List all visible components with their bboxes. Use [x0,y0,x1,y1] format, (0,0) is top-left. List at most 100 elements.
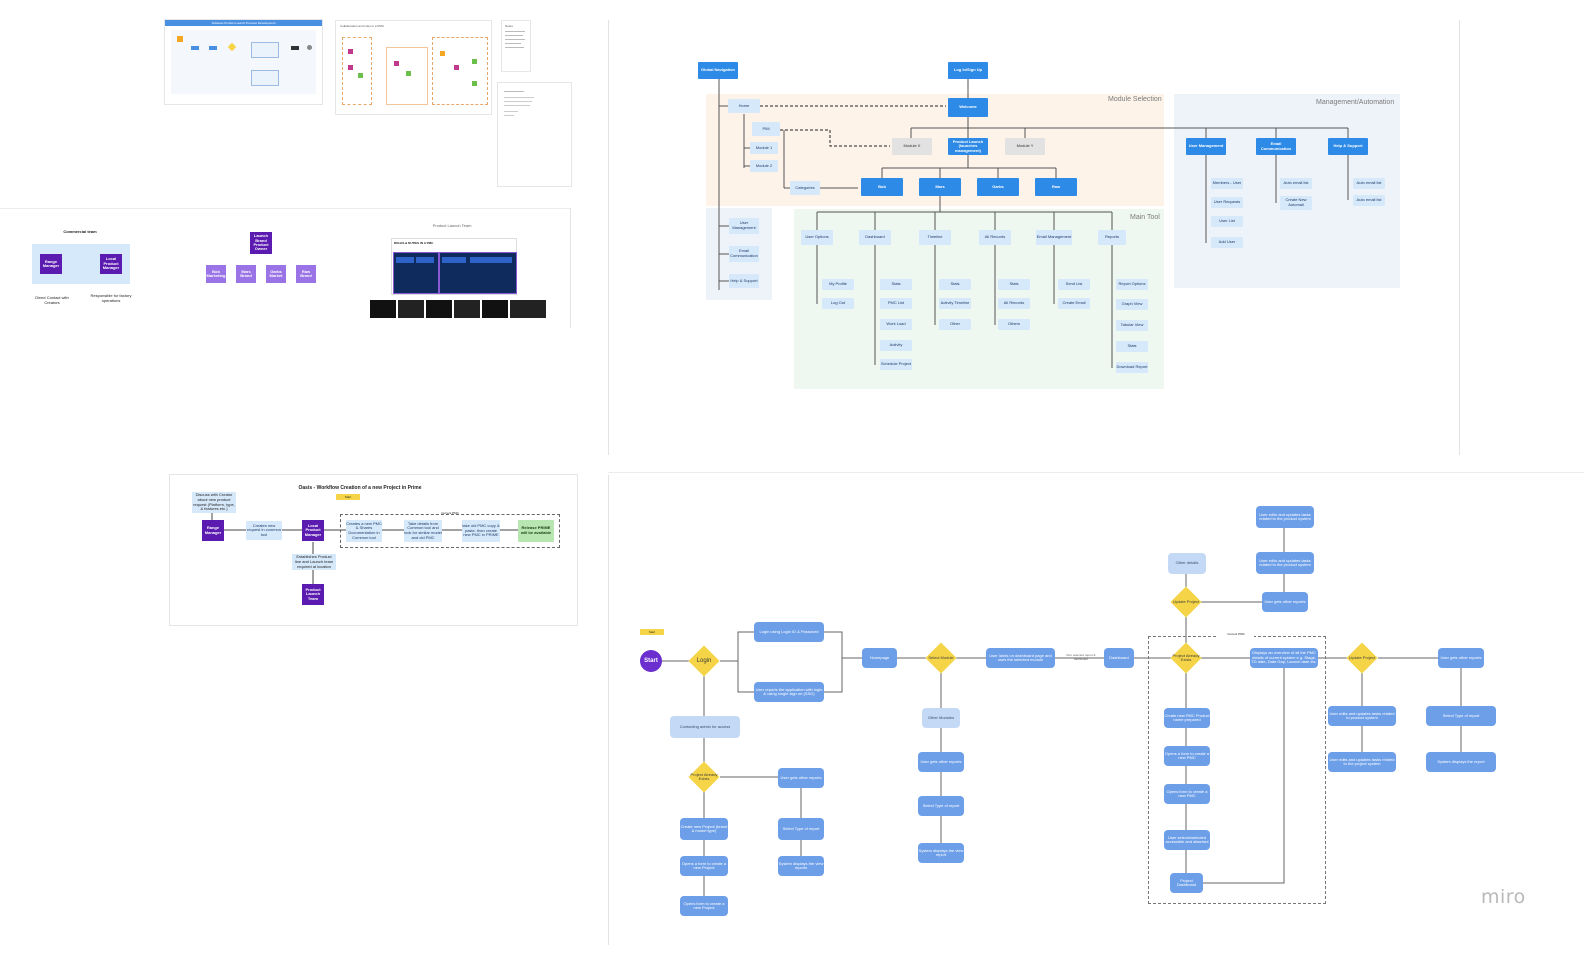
tool-item[interactable]: Stats [1116,341,1148,352]
start-node[interactable]: Start [640,650,662,672]
system-display-node[interactable]: System displays the view reports [778,856,824,876]
create-pmc-node[interactable]: Create new PMC Product name prepared [1164,708,1210,728]
create-project-node[interactable]: Create new Project (brand & model type) [680,818,728,840]
opens-form-pmc-node[interactable]: Opens a form to create a new PMC [1164,746,1210,766]
system-displays-right[interactable]: System displays the report [1426,752,1496,772]
fill-fields-node[interactable]: Opens form to create a new Project [680,896,728,916]
login-option-sso[interactable]: User reports the application with login … [754,682,824,702]
brand-node-bob[interactable]: Bob [861,178,903,196]
brand-node-garbs[interactable]: Garbs [977,178,1019,196]
tool-item[interactable]: Graph View [1116,299,1148,310]
brand-node-raw[interactable]: Raw [1035,178,1077,196]
user-gets-reports-node[interactable]: User gets other reports [778,768,824,788]
mgmt-user-item[interactable]: User List [1211,216,1243,227]
side-nav-user-management[interactable]: User Management [729,218,759,234]
wf-request[interactable]: Creates new request in common tool [246,521,282,540]
top-edit-node-1[interactable]: User edits and updates tasks related to … [1256,506,1314,528]
wf-release[interactable]: Release PRIME will be available [518,520,554,542]
process-flow-thumbnail[interactable]: Software Product Launch Process Developm… [164,19,323,105]
homepage-node[interactable]: Homepage [862,648,897,668]
tool-item[interactable]: Log Out [822,298,854,309]
org-child-box[interactable]: Mars Brand [236,265,256,283]
pmc-overview-node[interactable]: Displays an overview of all the PMC deta… [1250,648,1318,668]
user-gets-report-right[interactable]: User gets other reports [1438,648,1484,668]
top-edit-node-2[interactable]: User edits and updates tasks related to … [1256,552,1314,574]
opens-form-node[interactable]: Opens a form to create a new Project [680,856,728,876]
module-1-node[interactable]: Module 1 [750,142,778,154]
edit-node-right-1[interactable]: User edits and updates tasks related to … [1328,706,1396,726]
org-child-box[interactable]: Bob Marketing [206,265,226,283]
tool-head[interactable]: Dashboard [859,230,891,245]
tool-item[interactable]: Stats [939,279,971,290]
collaboration-thumbnail[interactable]: Collaboration and roles in a PMC [335,20,492,115]
module-x-node[interactable]: Module X [892,138,932,155]
dashboard-note-node[interactable]: User lands on dashboard page and uses th… [986,648,1055,668]
user-gets-reports-3[interactable]: User gets other reports [1262,592,1308,612]
launch-team-board[interactable]: ROLES & DUTIES IN A PMC [391,238,517,295]
form-project-node[interactable]: Opens form to create a new PMC [1164,784,1210,804]
project-dashboard-node[interactable]: Project Dashboard [1170,873,1203,893]
notes-thumbnail-2[interactable] [497,82,572,187]
tool-head[interactable]: Timeline [919,230,951,245]
tool-item[interactable]: Others [998,319,1030,330]
tool-head[interactable]: Reports [1098,230,1126,245]
tool-item[interactable]: My Profile [822,279,854,290]
mgmt-email-item[interactable]: Auto email list [1280,178,1312,189]
tool-item[interactable]: Other [939,319,971,330]
wf-create-pmc[interactable]: Creates a new PMC & Shares Documentation… [346,520,382,542]
org-top-box[interactable]: Launch Brand Product Owner [250,232,272,254]
tool-item[interactable]: Report Options [1116,279,1148,290]
module-2-node[interactable]: Module 2 [750,160,778,172]
wf-lpm[interactable]: Local Product Manager [302,520,324,541]
wf-launch-team[interactable]: Product Launch Team [302,584,324,605]
tool-item[interactable]: Schedule Project [880,359,912,370]
side-nav-help[interactable]: Help & Support [729,274,759,288]
select-type-right[interactable]: Select Type of report [1426,706,1496,726]
wf-range-manager[interactable]: Range Manager [202,520,224,541]
local-product-manager-box[interactable]: Local Product Manager [100,254,122,274]
notes-thumbnail[interactable]: Notes [501,20,531,72]
other-modules-node[interactable]: Other Modules [922,708,960,728]
edit-node-right-2[interactable]: User edits and updates tasks related to … [1328,752,1396,772]
org-child-box[interactable]: Garbs Market [266,265,286,283]
tool-head[interactable]: All Records [979,230,1011,245]
mgmt-user-item[interactable]: Members - User [1211,178,1243,189]
select-report-type-node[interactable]: Select Type of report [778,818,824,840]
mgmt-email-communication[interactable]: Email Communication [1256,138,1296,155]
mgmt-user-management[interactable]: User Management [1186,138,1226,155]
tool-head[interactable]: User Options [801,230,833,245]
dashboard-node[interactable]: Welcome [948,98,988,117]
home-node[interactable]: Home [728,99,760,113]
dashboard-node-flow[interactable]: Dashboard [1104,648,1134,668]
wf-copy-paste[interactable]: take old PMC copy & paste, then create n… [462,520,500,542]
tool-head[interactable]: Email Management [1036,230,1072,245]
tool-item[interactable]: Stats [998,279,1030,290]
global-navigation-node[interactable]: Global Navigation [698,62,738,79]
other-details-node[interactable]: Other details [1168,553,1206,574]
module-y-node[interactable]: Module Y [1005,138,1045,155]
brand-node-mars[interactable]: Mars [919,178,961,196]
system-display-2[interactable]: System displays the view report [918,843,964,863]
tool-item[interactable]: Activity [880,340,912,351]
tool-item[interactable]: Work Load [880,319,912,330]
range-manager-box[interactable]: Range Manager [40,254,62,274]
tool-item[interactable]: Tabular View [1116,320,1148,331]
mgmt-help-item[interactable]: Auto email list [1353,178,1385,189]
tool-item[interactable]: PMC List [880,298,912,309]
mgmt-user-item[interactable]: Add User [1211,237,1243,248]
user-gets-reports-2[interactable]: User gets other reports [918,752,964,772]
contact-admin-node[interactable]: Contacting admin for access [670,716,740,738]
login-signup-node[interactable]: Log In/Sign Up [948,62,988,79]
mgmt-help-support[interactable]: Help & Support [1328,138,1368,155]
tool-item[interactable]: Stats [880,279,912,290]
tool-item[interactable]: Activity Timeline [939,298,971,309]
select-report-2[interactable]: Select Type of report [918,796,964,816]
org-child-box[interactable]: Raw Brand [296,265,316,283]
user-uploads-node[interactable]: User selects/selected accessible and att… [1164,830,1210,850]
categories-node[interactable]: Categories [790,181,820,195]
tool-item[interactable]: Download Report [1116,362,1148,373]
side-nav-email[interactable]: Email Communication [729,246,759,262]
pim-node[interactable]: PIM [752,122,780,136]
mgmt-user-item[interactable]: User Requests [1211,197,1243,208]
product-launch-node[interactable]: Product Launch (launches management) [948,138,988,155]
